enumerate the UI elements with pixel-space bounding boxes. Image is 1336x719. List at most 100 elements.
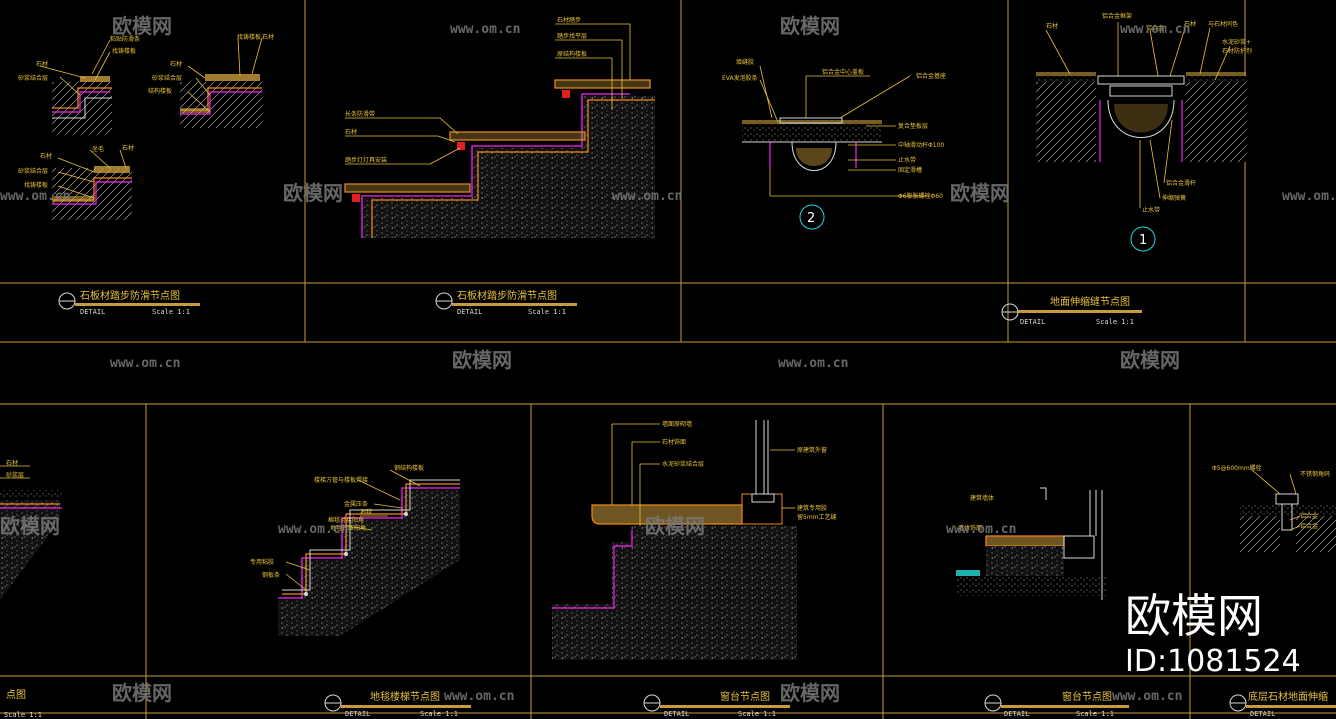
label: 棉毯对接阳角: [328, 516, 364, 524]
label: 石材: [345, 128, 357, 136]
watermark-url: www.om.cn: [278, 522, 348, 537]
label: 复合垫板层: [898, 122, 928, 130]
watermark-layer: 欧模网 欧模网 欧模网 欧模网 欧模网 欧模网 欧模网 欧模网 欧模网 欧模网 …: [0, 14, 1336, 705]
panel-partial-left: 石材 砂浆层 点图 Scale 1:1: [0, 459, 62, 719]
scale-label: Scale 1:1: [528, 308, 566, 316]
label: 楼梯方管与楼板焊接: [314, 476, 368, 484]
watermark-brand: 欧模网: [1120, 348, 1180, 372]
label: 长条防滑带: [345, 110, 375, 118]
label: 石材饰面: [662, 438, 686, 446]
panel-title: 底层石材地面伸缩: [1248, 690, 1328, 703]
label: 砂浆结合层: [18, 167, 48, 175]
label: 与石材同色: [1208, 20, 1238, 28]
id-text: ID:1081524: [1125, 644, 1301, 679]
panel-title: 石板材踏步防滑节点图: [80, 289, 180, 302]
watermark-url: www.om.cn: [1282, 189, 1336, 204]
panel-windowsill-1: 墙面原砌墙 石材饰面 水泥砂浆结合层 原建筑外窗 建筑专用胶 留5mm工艺缝 窗…: [552, 420, 837, 718]
label: 原结构楼板: [557, 50, 587, 58]
scale-label: Scale 1:1: [4, 711, 42, 719]
label: 原建筑外窗: [797, 446, 827, 454]
scale-label: Scale 1:1: [152, 308, 190, 316]
label: 水泥砂浆结合层: [662, 460, 704, 468]
detail-label: DETAIL: [345, 710, 370, 718]
label: 填缝胶: [736, 58, 754, 66]
watermark-brand: 欧模网: [452, 348, 512, 372]
panel-expansion-joint-1: 石材 铝合金框架 石材 与石材同色 铝合金 水泥砂浆+ 石材防护剂 铝合金滑杆 …: [1001, 12, 1252, 326]
label: 坐毛: [92, 145, 104, 153]
detail-label: DETAIL: [664, 710, 689, 718]
id-watermark: 欧模网 ID:1081524: [1125, 589, 1301, 679]
label: 专用粘胶: [250, 558, 274, 566]
label: 铝合金滑杆: [1166, 179, 1196, 187]
detail-marker: 2: [807, 211, 815, 226]
watermark-url: www.om.cn: [0, 189, 70, 204]
big-brand: 欧模网: [1125, 589, 1263, 643]
label: Φ6膨胀螺栓Φ60: [898, 192, 943, 200]
detail-label: DETAIL: [457, 308, 482, 316]
label: 找铸楼板: [24, 181, 48, 189]
label: 钢结构楼板: [394, 464, 424, 472]
panel-title: 点图: [6, 689, 26, 701]
watermark-url: www.om.cn: [450, 22, 520, 37]
label: 铝合金: [1300, 522, 1318, 530]
watermark-brand: 欧模网: [112, 14, 172, 38]
label: EVA发泡胶条: [722, 74, 758, 82]
label: 止水带: [898, 156, 916, 164]
scale-label: Scale 1:1: [420, 710, 458, 718]
panel-stone-stair-1: 石材 粘贴防滑条 找铸楼板 砂浆结合层 结构楼板 石材 砂浆结合层 找铸楼板 坐…: [18, 33, 274, 316]
label: 踏步灯灯具安装: [345, 156, 387, 164]
label: 石材: [6, 459, 18, 467]
label: 铝合金: [1300, 512, 1318, 520]
label: 石材: [170, 60, 182, 68]
panel-windowsill-2: 建筑墙体 墙体饰面 窗台节点图 DETAIL Scale 1:1: [956, 487, 1129, 718]
label: 粘贴防滑条: [110, 35, 140, 43]
detail-label: DETAIL: [80, 308, 105, 316]
label: 墙体饰面: [958, 524, 982, 532]
label: 金属压条: [344, 500, 368, 508]
watermark-brand: 欧模网: [0, 514, 60, 538]
label: 伸缩弹簧: [1162, 194, 1186, 202]
detail-label: DETAIL: [1004, 710, 1029, 718]
label: 固定滑槽: [898, 166, 922, 174]
label: 建筑墙体: [970, 494, 994, 502]
label: Φ5@600mm螺栓: [1212, 464, 1262, 472]
label: 石材: [36, 60, 48, 68]
watermark-brand: 欧模网: [780, 14, 840, 38]
label: 铝合金: [1146, 24, 1164, 32]
watermark-url: www.om.cn: [1120, 22, 1190, 37]
label: 铝合金框架: [1102, 12, 1132, 20]
watermark-brand: 欧模网: [950, 181, 1010, 205]
label: 砂浆结合层: [152, 74, 182, 82]
panel-title: 窗台节点图: [720, 690, 770, 703]
scale-label: Scale 1:1: [738, 710, 776, 718]
label: 石材: [1046, 22, 1058, 30]
watermark-brand: 欧模网: [112, 681, 172, 705]
watermark-url: www.om.cn: [444, 689, 514, 704]
label: 中轴滑动杆Φ100: [898, 141, 944, 149]
watermark-url: www.om.cn: [612, 189, 682, 204]
label: 钢板条: [262, 571, 280, 579]
panel-title: 地面伸缩缝节点图: [1050, 295, 1130, 308]
label: 水泥砂浆+: [1222, 38, 1251, 46]
detail-marker: 1: [1139, 233, 1147, 248]
scale-label: Scale 1:1: [1076, 710, 1114, 718]
scale-label: Scale 1:1: [1096, 318, 1134, 326]
label: 找铸楼板: [237, 33, 261, 41]
panel-title: 石板材踏步防滑节点图: [457, 289, 557, 302]
panel-carpet-stair: 钢结构楼板 楼梯方管与楼板焊接 金属压条 地毯 棉毯对接阳角 地毯钉压阳角 专用…: [250, 464, 471, 718]
watermark-brand: 欧模网: [645, 514, 705, 538]
watermark-url: www.om.cn: [110, 356, 180, 371]
label: 踏步找平层: [557, 32, 587, 40]
watermark-brand: 欧模网: [780, 681, 840, 705]
label: 墙面原砌墙: [662, 420, 692, 428]
label: 石材: [122, 144, 134, 152]
label: 结构楼板: [148, 87, 172, 95]
panel-partial-right: Φ5@600mm螺栓 不锈钢角码 铝合金 铝合金 底层石材地面伸缩 DETAIL: [1212, 464, 1336, 718]
label: 砂浆结合层: [18, 74, 48, 82]
panel-title: 地毯楼梯节点图: [370, 690, 440, 703]
label: 止水带: [1142, 206, 1160, 214]
watermark-url: www.om.cn: [946, 522, 1016, 537]
panel-title: 窗台节点图: [1062, 690, 1112, 703]
